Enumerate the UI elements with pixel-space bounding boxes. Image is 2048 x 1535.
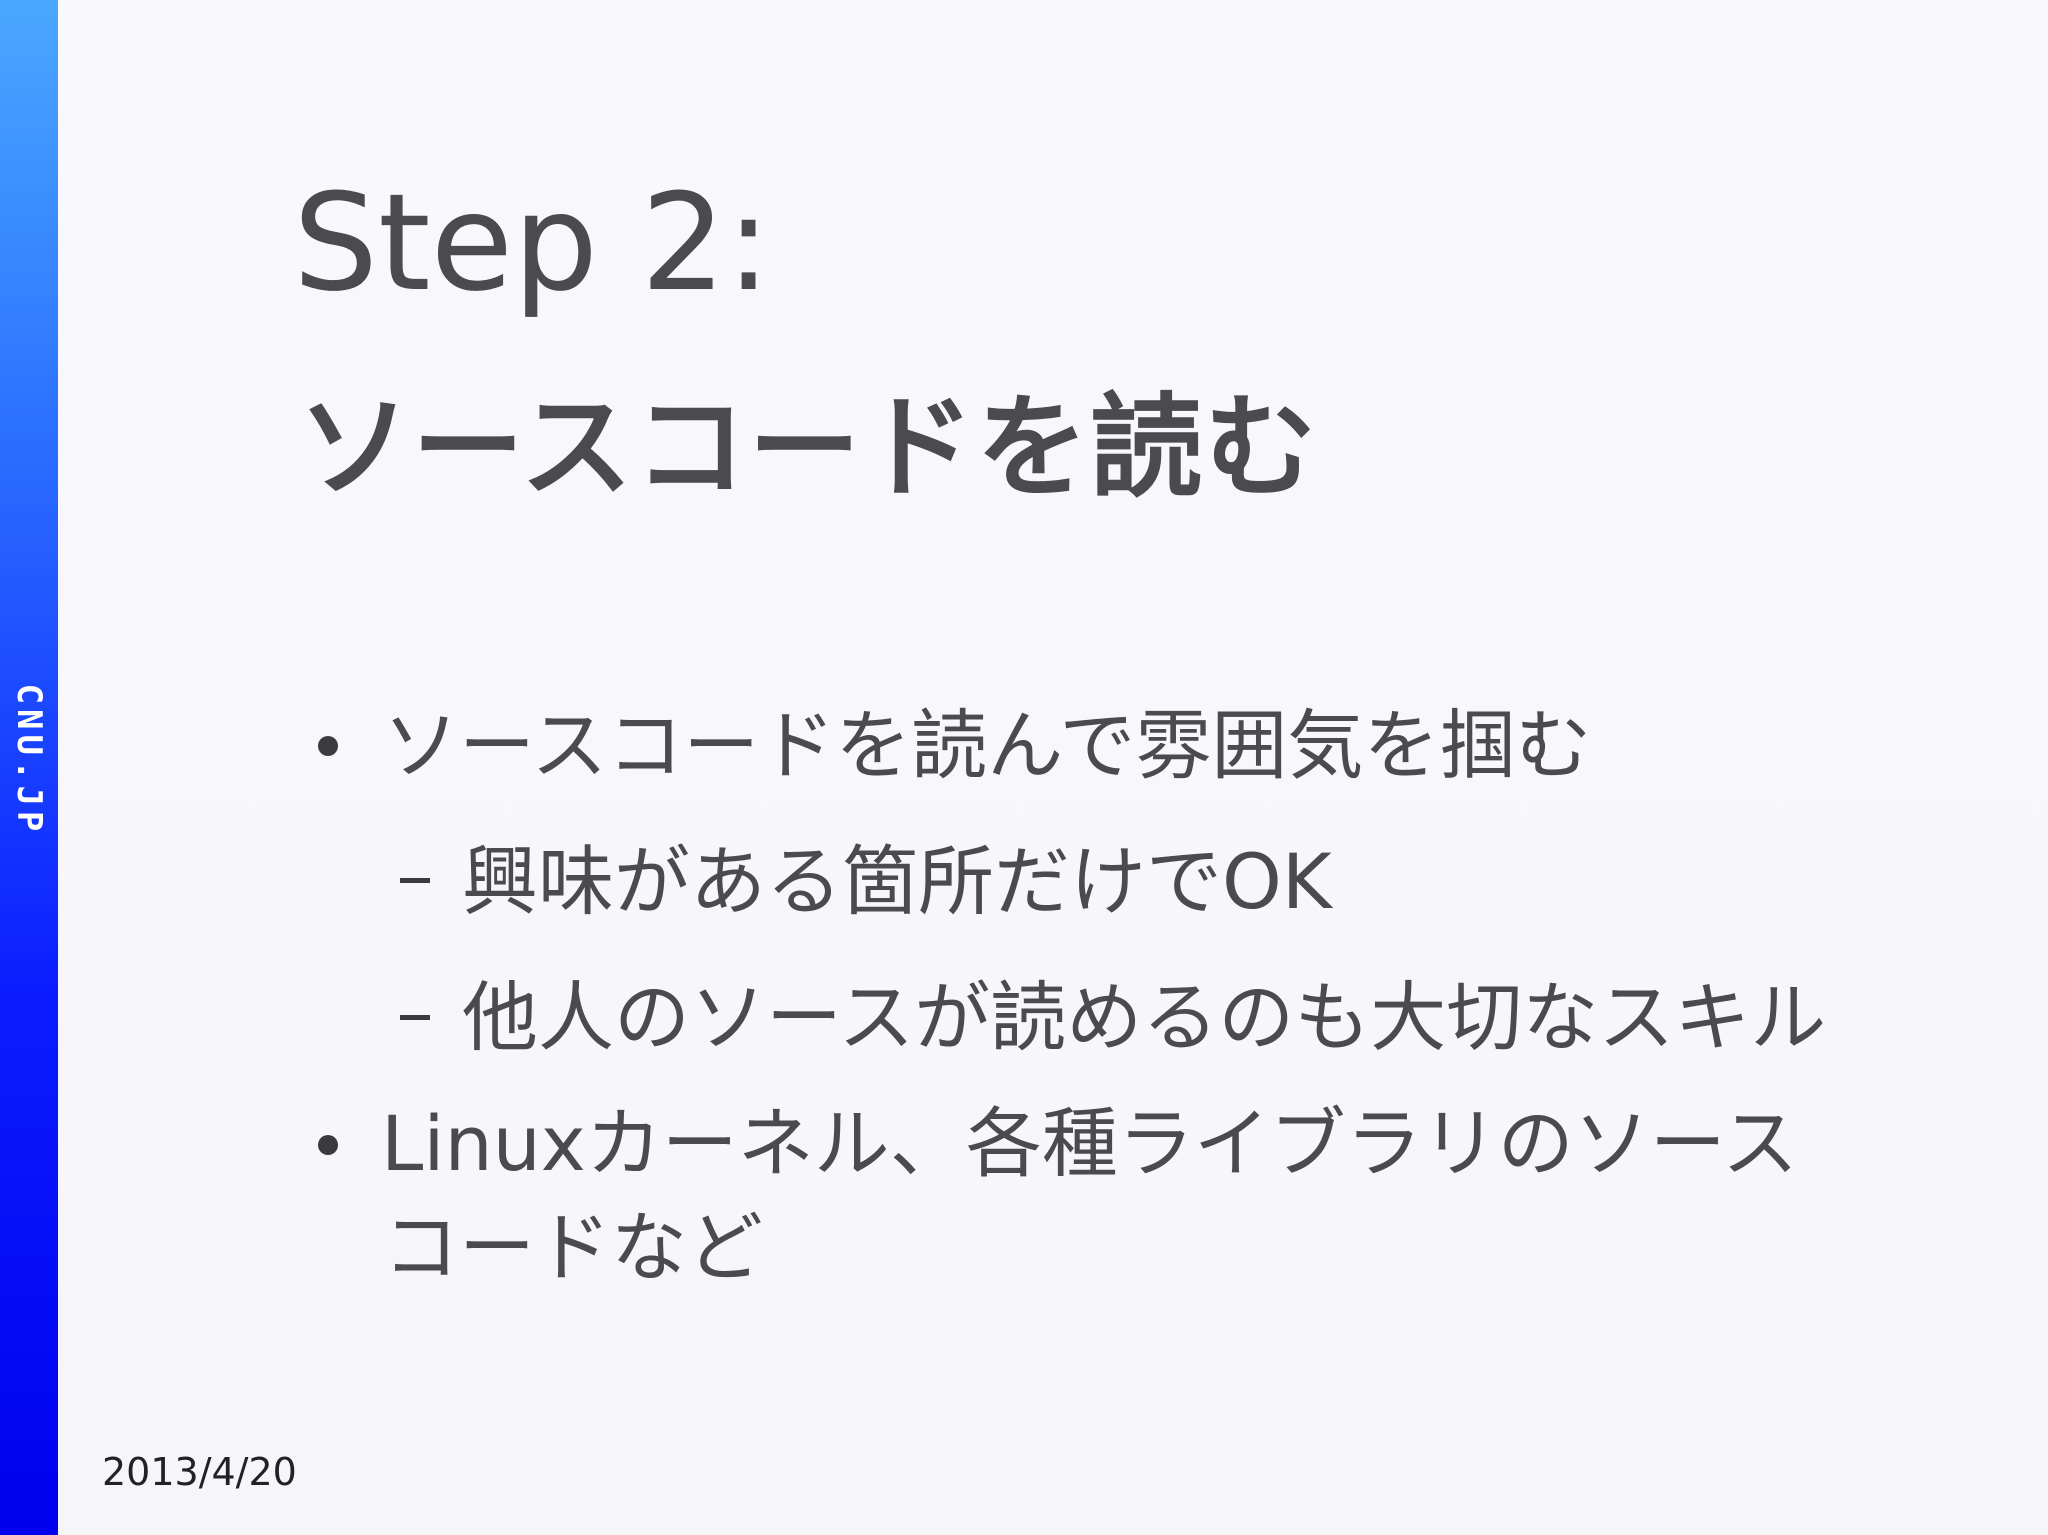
sub-bullet-1-text: 興味がある箇所だけでOK [462,837,1332,926]
slide-content [58,0,2048,1535]
sub-bullet-dash [400,878,430,883]
bullet-dot [318,736,338,756]
side-bar: CNU.JP [0,0,58,1535]
bullet-1-text: ソースコードを読んで雰囲気を掴む [383,701,1592,790]
bullet-2-text-line2: コードなど [383,1203,763,1292]
sub-bullet-2-text: 他人のソースが読めるのも大切なスキル [462,973,1827,1062]
side-label: CNU.JP [9,683,49,837]
slide-subtitle: ソースコードを読む [298,383,1319,513]
bullet-dot [318,1135,338,1155]
footer-date: 2013/4/20 [102,1450,297,1494]
slide-title: Step 2: [293,165,772,321]
sub-bullet-dash [400,1015,430,1020]
bullet-2-text-line1: Linuxカーネル、各種ライブラリのソース [381,1099,1798,1188]
